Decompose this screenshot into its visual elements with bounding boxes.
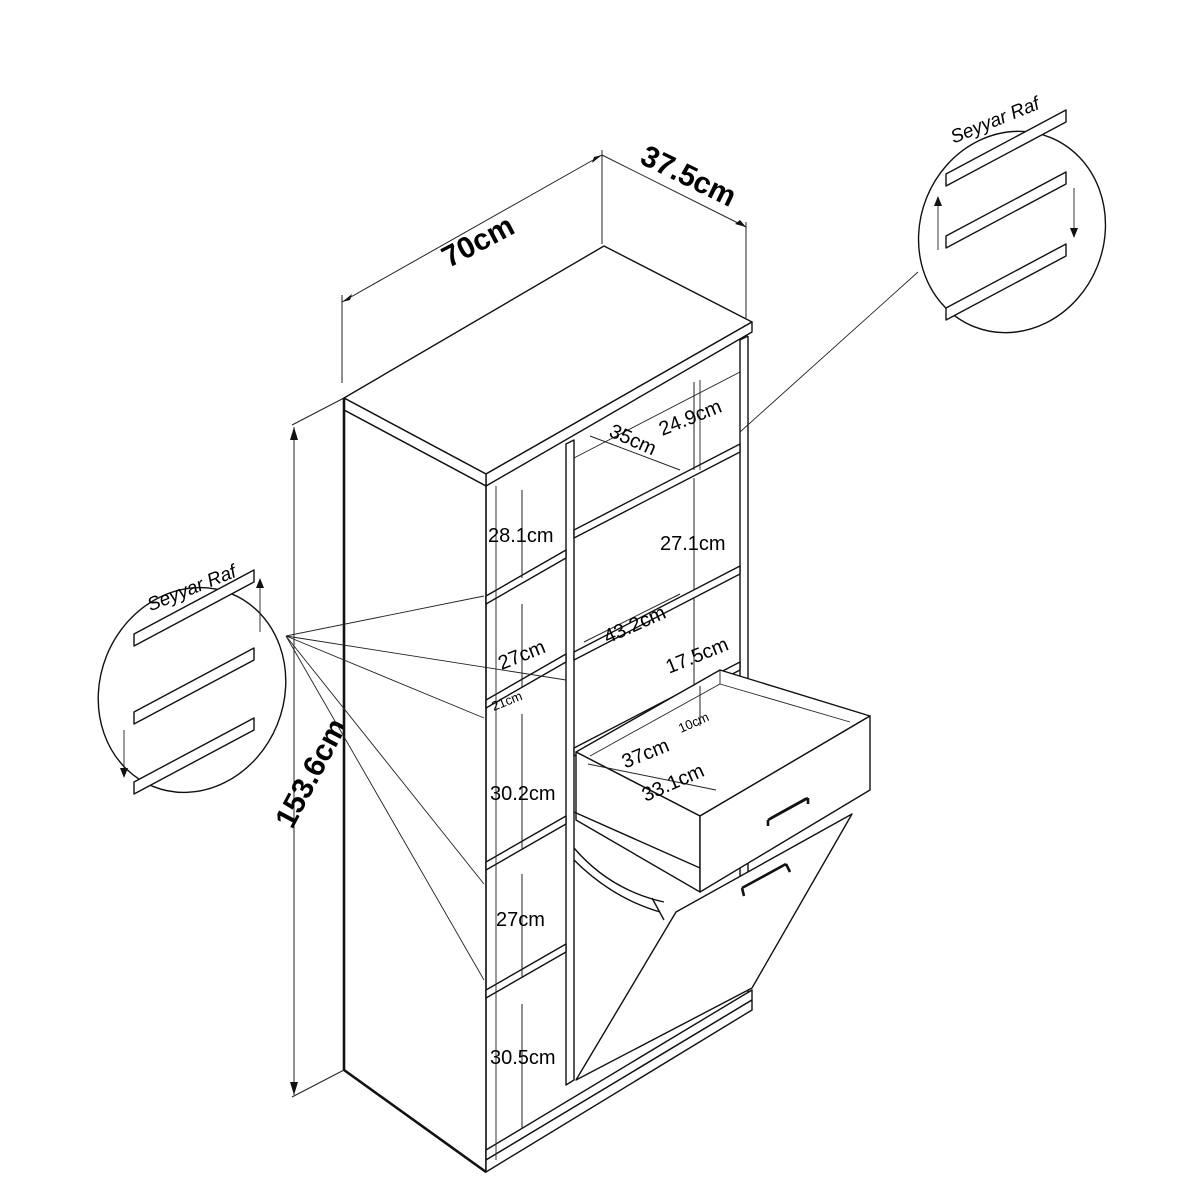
internal-dimension-arrows <box>521 382 717 1128</box>
open-drawer <box>575 669 871 893</box>
right-inner-width-label: 43.2cm <box>600 602 669 649</box>
right-top-height-label: 24.9cm <box>656 396 725 441</box>
depth-dimension-line <box>601 154 747 318</box>
left-shelf-3-label: 21cm <box>489 688 524 714</box>
callout-right <box>739 109 1107 433</box>
height-dimension-line <box>290 397 345 1098</box>
left-shelf-5-label: 27cm <box>496 909 545 931</box>
width-label: 70cm <box>437 209 520 274</box>
left-shelf-6-label: 30.5cm <box>490 1047 556 1069</box>
left-shelf-1-label: 28.1cm <box>488 525 554 547</box>
cabinet-body <box>342 245 753 1174</box>
left-column-shelves <box>485 486 567 1160</box>
right-top-depth-label: 35cm <box>606 420 660 460</box>
right-shelf-2-label: 27.1cm <box>660 533 726 555</box>
left-shelf-4-label: 30.2cm <box>490 783 556 805</box>
width-dimension-line <box>341 150 603 383</box>
depth-label: 37.5cm <box>635 139 741 213</box>
tilt-out-bin <box>573 811 853 1081</box>
callout-left <box>97 569 567 981</box>
